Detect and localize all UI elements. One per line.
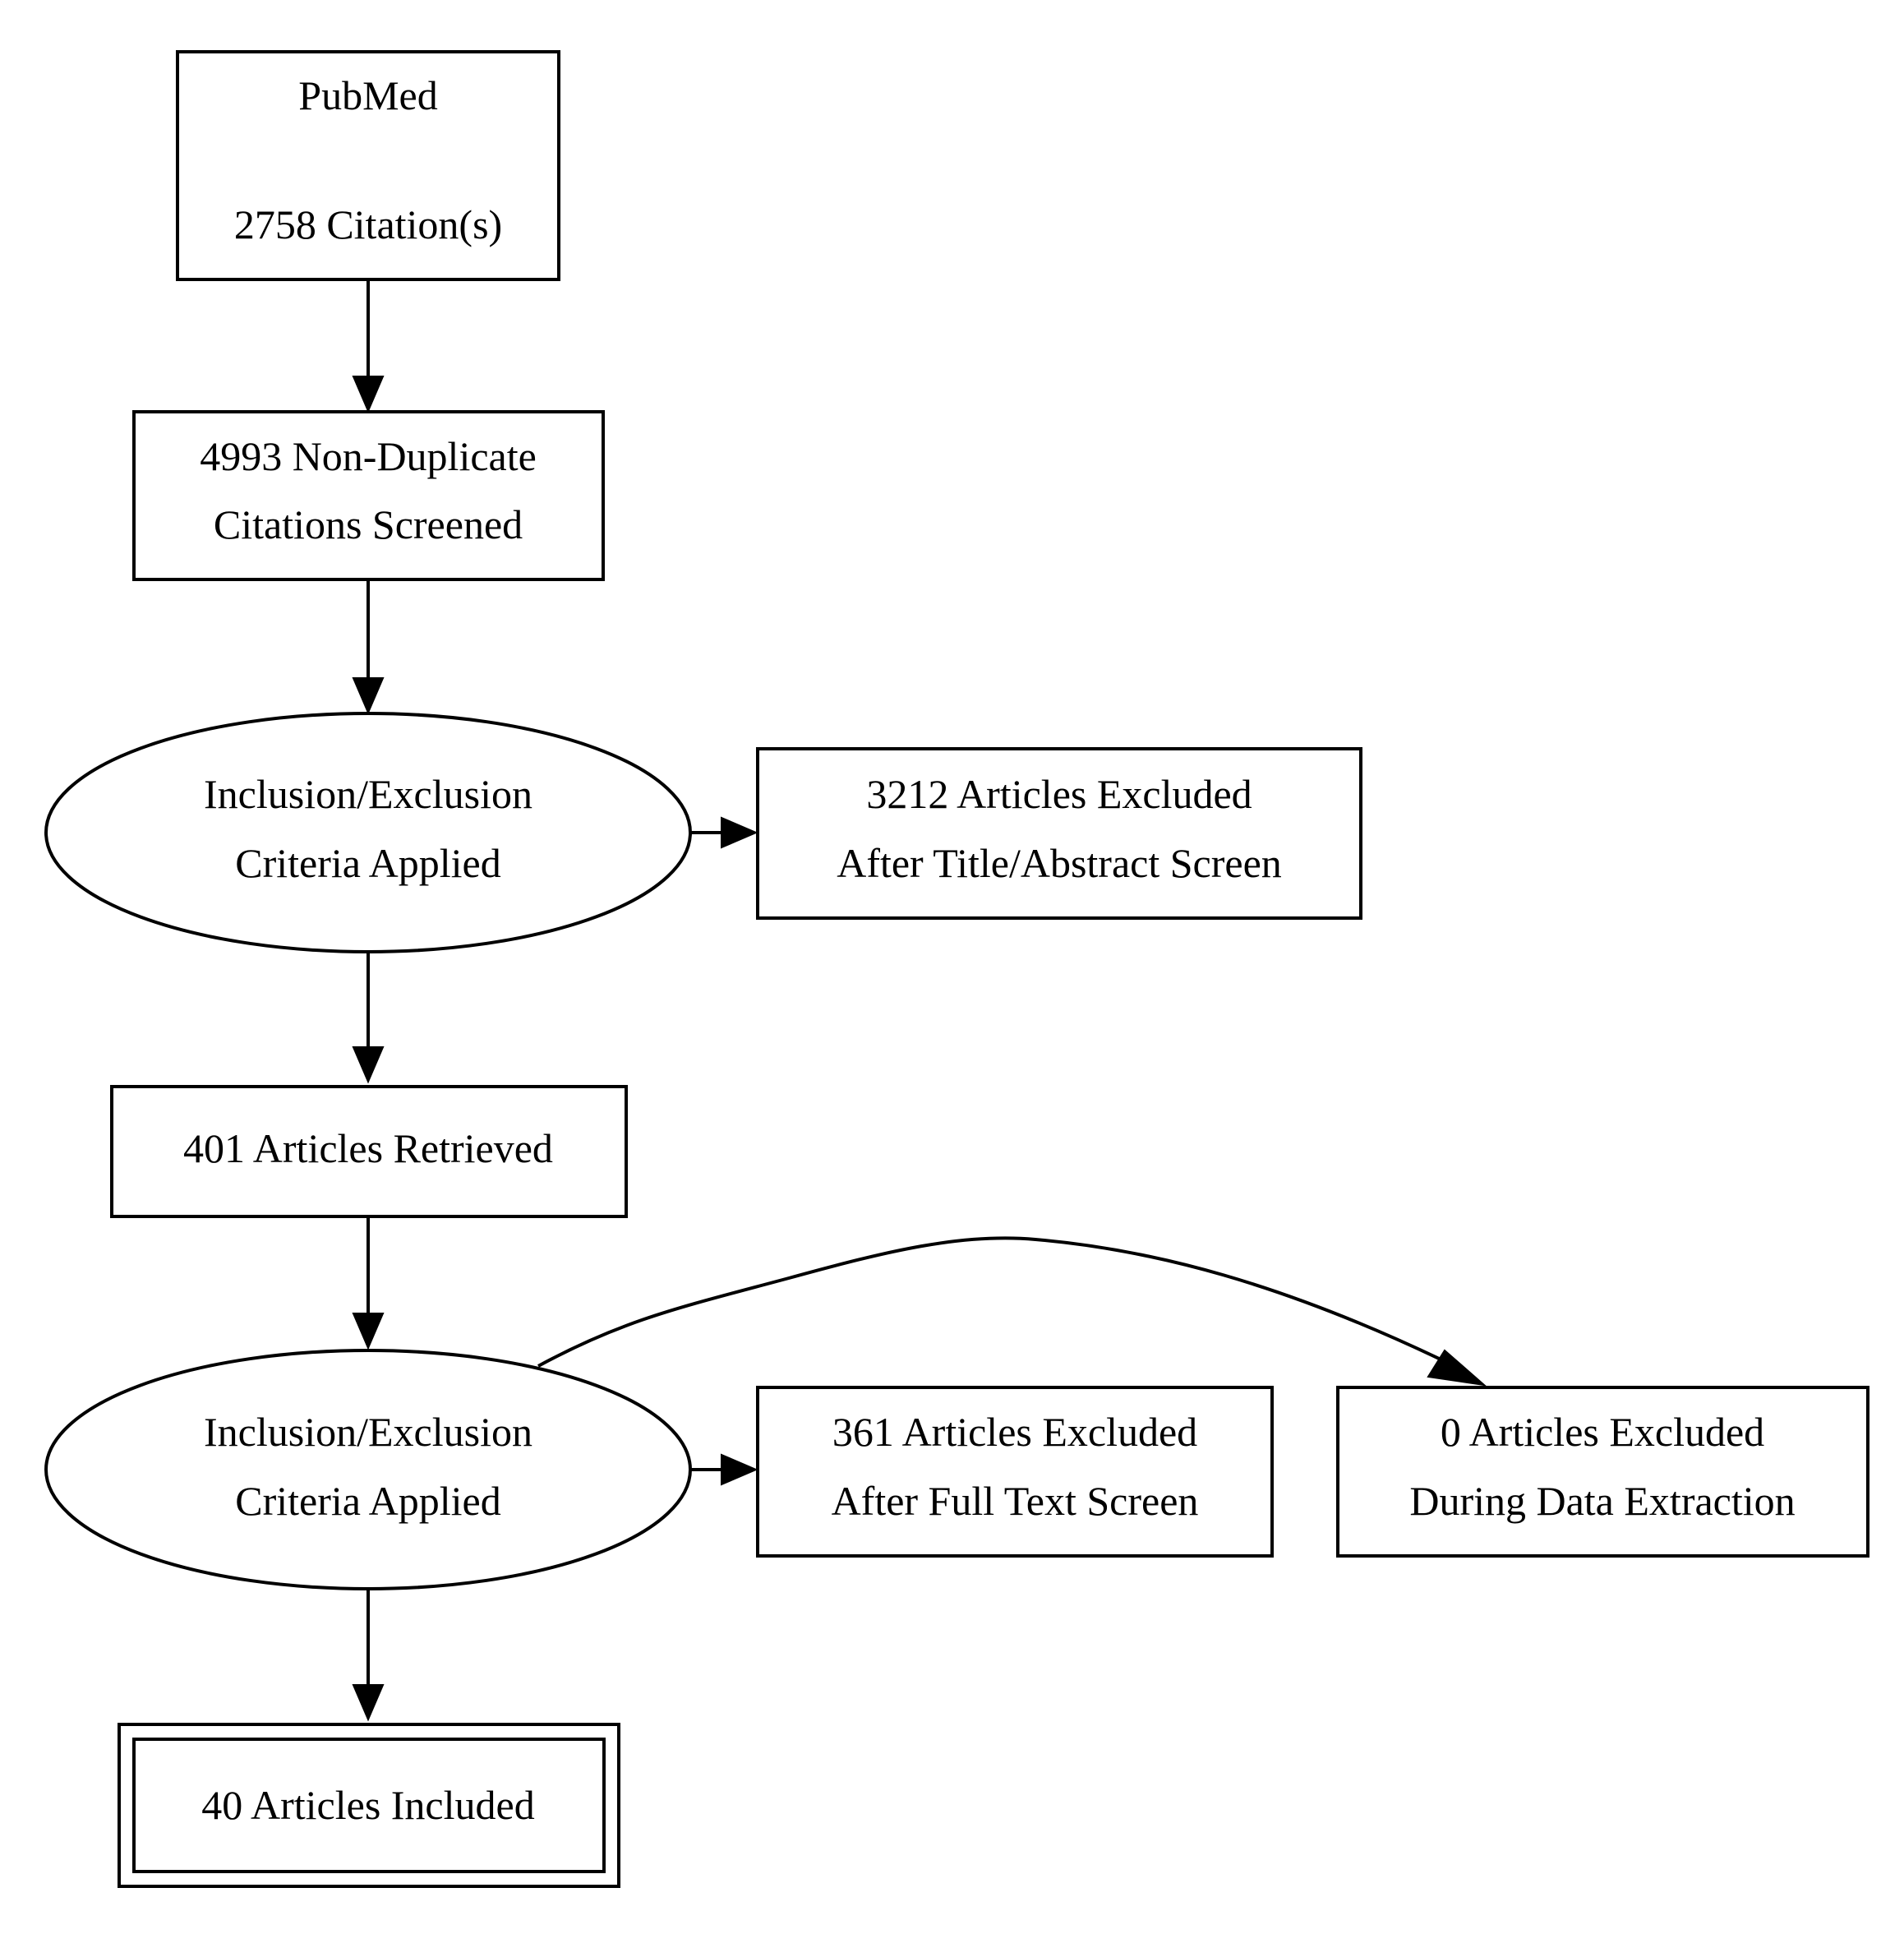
edge-pubmed-to-screened [352, 279, 385, 413]
screened-line-2: Citations Screened [214, 501, 523, 547]
excluded-extraction-line-1: 0 Articles Excluded [1441, 1409, 1764, 1455]
node-articles-included: 40 Articles Included [118, 1723, 620, 1888]
excluded-fulltext-line-1: 361 Articles Excluded [832, 1409, 1197, 1455]
edge-criteria1-to-retrieved [352, 952, 385, 1084]
excluded-title-line-1: 3212 Articles Excluded [866, 771, 1252, 817]
node-criteria-applied-2: Inclusion/Exclusion Criteria Applied [44, 1349, 692, 1590]
node-excluded-data-extraction: 0 Articles Excluded During Data Extracti… [1336, 1386, 1869, 1558]
edge-criteria2-to-excluded-fulltext [690, 1453, 758, 1486]
excluded-extraction-line-2: During Data Extraction [1409, 1478, 1795, 1524]
edge-retrieved-to-criteria2 [352, 1216, 385, 1350]
criteria1-line-1: Inclusion/Exclusion [204, 771, 532, 817]
edge-criteria2-to-excluded-extraction [537, 1236, 1487, 1387]
node-criteria-applied-1: Inclusion/Exclusion Criteria Applied [44, 712, 692, 953]
node-excluded-title-abstract: 3212 Articles Excluded After Title/Abstr… [756, 747, 1362, 920]
node-non-duplicate-screened: 4993 Non-Duplicate Citations Screened [132, 410, 605, 581]
criteria2-line-1: Inclusion/Exclusion [204, 1409, 532, 1455]
criteria2-line-2: Criteria Applied [235, 1478, 501, 1524]
excluded-fulltext-line-2: After Full Text Screen [832, 1478, 1199, 1524]
criteria1-line-2: Criteria Applied [235, 840, 501, 886]
included-label: 40 Articles Included [201, 1782, 534, 1828]
node-articles-retrieved: 401 Articles Retrieved [110, 1085, 628, 1218]
pubmed-label: PubMed [298, 72, 437, 118]
edges [352, 279, 1487, 1722]
screened-line-1: 4993 Non-Duplicate [200, 433, 537, 479]
retrieved-label: 401 Articles Retrieved [183, 1125, 553, 1171]
edge-criteria2-to-included [352, 1588, 385, 1722]
edge-screened-to-criteria1 [352, 579, 385, 715]
excluded-title-line-2: After Title/Abstract Screen [837, 840, 1282, 886]
edge-criteria1-to-excluded-title [690, 816, 758, 849]
pubmed-citation-count: 2758 Citation(s) [234, 201, 502, 247]
node-excluded-full-text: 361 Articles Excluded After Full Text Sc… [756, 1386, 1274, 1558]
node-pubmed: PubMed 2758 Citation(s) [176, 50, 560, 281]
